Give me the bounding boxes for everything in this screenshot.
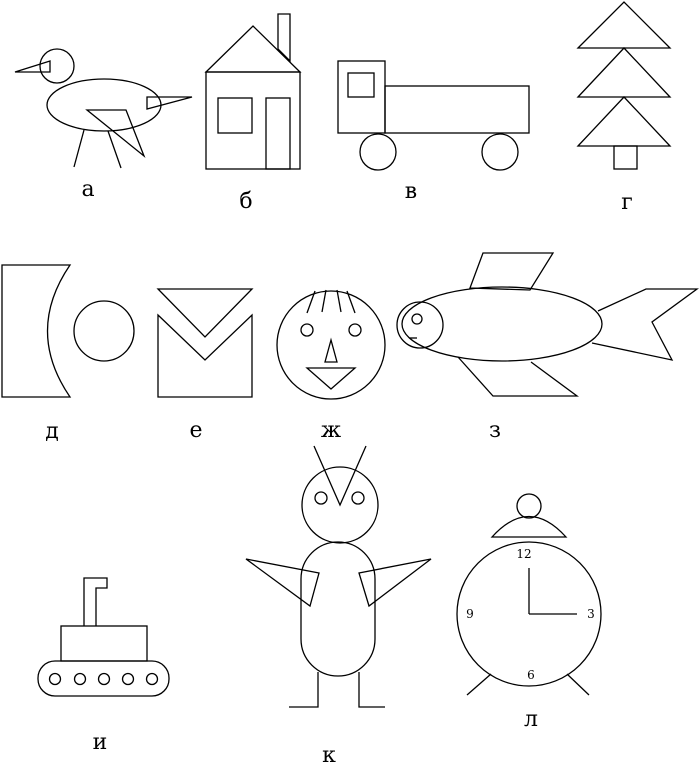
tank-track — [37, 660, 170, 697]
bird-beak — [14, 60, 51, 73]
face-eye — [300, 323, 314, 337]
clock-number-6: 6 — [527, 668, 535, 682]
tank-wheel — [97, 672, 111, 686]
clock-bell — [490, 515, 568, 538]
figure-label: в — [405, 179, 417, 204]
fish-bottom-fin — [457, 356, 579, 397]
figure-envelope: е — [156, 288, 254, 443]
clock-number-9: 9 — [466, 607, 474, 621]
figure-label: е — [189, 418, 202, 443]
face-hair — [336, 289, 342, 313]
face-hair — [321, 289, 327, 313]
envelope-body — [157, 313, 253, 398]
crescent-moon — [1, 264, 72, 398]
tank-wheel — [73, 672, 87, 686]
clock-knob — [516, 493, 542, 519]
tree-tier — [576, 47, 672, 98]
figure-house: б — [204, 13, 302, 214]
tank-wheel — [145, 672, 159, 686]
penguin-wing-left — [245, 558, 320, 608]
figure-label: к — [322, 743, 336, 768]
bird-leg — [73, 129, 85, 168]
sun-circle — [73, 300, 135, 362]
figure-label: и — [93, 730, 108, 755]
figure-label: д — [45, 419, 59, 444]
figure-moon-and-sun: д — [1, 264, 135, 444]
figure-tank: и — [37, 577, 170, 755]
figure-bird: а — [14, 48, 193, 202]
figure-label: б — [239, 189, 252, 214]
house-wall — [205, 71, 301, 170]
fish-eye — [411, 313, 423, 325]
tank-wheel — [121, 672, 135, 686]
figure-label: л — [524, 707, 538, 732]
house-roof — [204, 25, 302, 73]
penguin-body — [300, 541, 376, 677]
clock-number-3: 3 — [587, 607, 595, 621]
figure-label: ж — [321, 418, 341, 443]
figure-face: ж — [276, 289, 386, 443]
fish-body — [401, 286, 603, 362]
figure-label: з — [489, 418, 501, 443]
face-hair — [306, 290, 316, 314]
clock-leg — [566, 673, 590, 696]
penguin-foot-left — [289, 672, 319, 708]
tank-wheel — [48, 672, 62, 686]
face-mouth — [305, 367, 357, 390]
truck-window — [347, 72, 375, 98]
face-hair — [346, 290, 356, 314]
figure-fish: з — [396, 252, 699, 443]
figure-tree: г — [576, 1, 672, 215]
truck-wheel — [481, 133, 519, 171]
bird-wing — [85, 109, 146, 159]
envelope-flap — [156, 288, 254, 338]
clock-leg — [466, 673, 492, 696]
figure-alarm-clock: 12 3 6 9 л — [456, 493, 602, 732]
house-door — [265, 97, 291, 170]
penguin-wing-right — [358, 558, 432, 608]
clock-face — [456, 541, 602, 687]
fish-tail — [591, 288, 699, 361]
tree-trunk — [613, 145, 638, 170]
penguin-eye — [314, 491, 328, 505]
tree-tier — [576, 1, 672, 49]
face-head — [276, 290, 386, 400]
penguin-eye — [351, 491, 365, 505]
face-eye — [348, 323, 362, 337]
tank-gun — [83, 577, 108, 626]
penguin-foot-right — [358, 672, 385, 708]
house-window — [217, 97, 253, 134]
house-chimney — [277, 13, 291, 63]
fish-head — [396, 301, 444, 349]
figure-label: г — [621, 190, 633, 215]
bird-tail — [146, 96, 193, 110]
clock-number-12: 12 — [516, 547, 531, 561]
bird-head — [39, 48, 75, 84]
figure-label: а — [81, 177, 94, 202]
fish-dorsal-fin — [469, 252, 555, 291]
bird-leg — [107, 130, 122, 169]
penguin-antennae — [313, 445, 367, 507]
tank-turret — [60, 625, 148, 662]
penguin-head — [301, 466, 379, 544]
face-nose — [324, 337, 338, 363]
figure-penguin: к — [245, 445, 432, 768]
figure-truck: в — [337, 60, 530, 204]
tree-tier — [576, 96, 672, 147]
truck-wheel — [359, 133, 397, 171]
truck-body — [384, 85, 530, 134]
